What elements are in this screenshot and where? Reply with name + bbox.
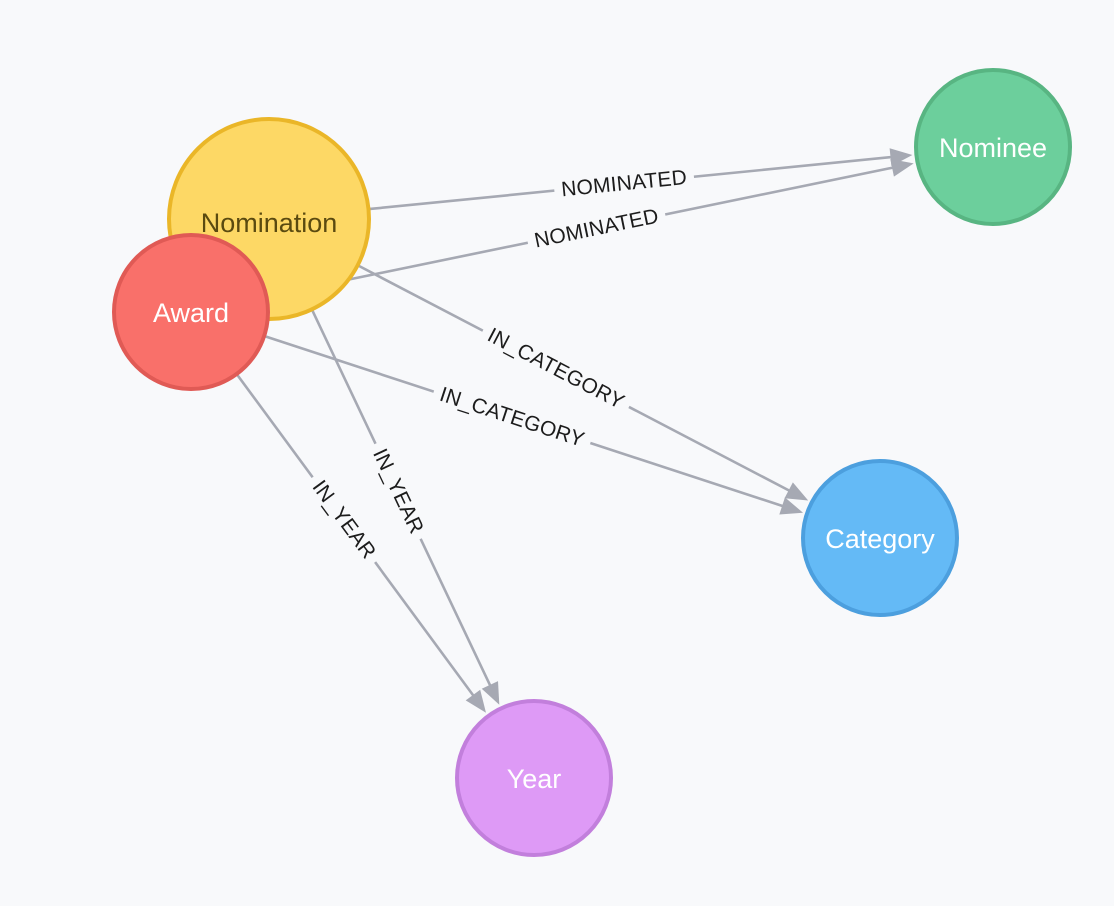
edge-label-background [301,469,386,571]
arrowhead [779,497,804,515]
node-label: Category [825,524,935,554]
node-circle [801,459,959,617]
edge-label: NOMINATED [532,205,660,253]
node-label: Year [507,764,562,794]
node-circle [455,699,613,857]
edge-label: IN_YEAR [368,445,428,537]
edge-label-background [553,163,696,205]
edge-label-group: NOMINATED [553,163,696,205]
arrowhead [890,158,914,177]
node-label: Nominee [939,133,1047,163]
node-award[interactable]: Award [112,233,270,391]
edge-label: IN_YEAR [308,476,381,563]
node-circle [112,233,270,391]
node-label: Nomination [201,208,338,238]
edge-label: IN_CATEGORY [437,383,587,452]
arrowhead [465,689,486,713]
node-category[interactable]: Category [801,459,959,617]
relationship-edge[interactable]: IN_YEAR [235,373,486,713]
node-year[interactable]: Year [455,699,613,857]
node-nominee[interactable]: Nominee [914,68,1072,226]
relationship-edge[interactable]: IN_CATEGORY [357,264,809,501]
edge-label-background [429,378,595,456]
edge-label-group: IN_YEAR [301,469,386,571]
arrowhead [784,482,809,501]
edge-label-background [525,201,668,256]
edge-label: IN_CATEGORY [484,324,628,414]
relationship-edge[interactable]: NOMINATED [368,148,913,211]
edge-label-background [363,437,433,545]
edge-label-group: NOMINATED [525,201,668,256]
node-circle [914,68,1072,226]
edge-label-background [476,318,636,419]
arrowhead [481,681,500,705]
edge-label-group: IN_YEAR [363,437,433,545]
node-label: Award [153,298,229,328]
